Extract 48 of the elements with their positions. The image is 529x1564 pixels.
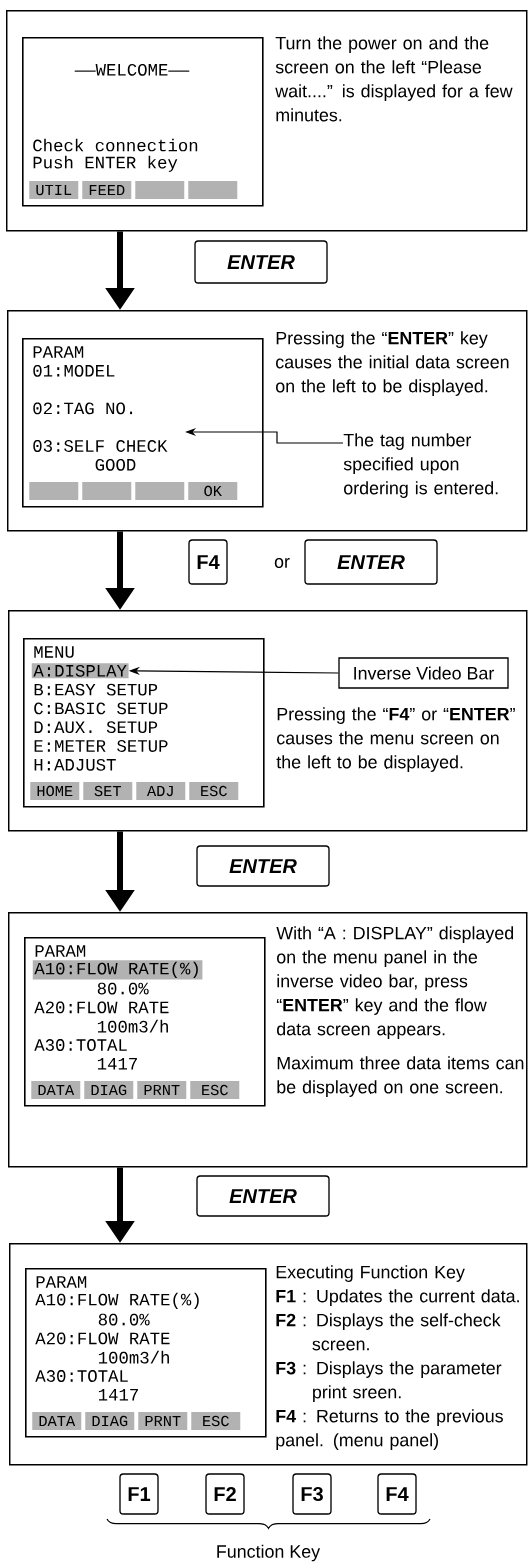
or-text: or	[274, 558, 290, 568]
key-button: ENTER	[304, 539, 438, 585]
blank-soft-key	[188, 181, 238, 199]
soft-key: DATA	[32, 1412, 82, 1430]
instruction-text: F1 : Updates the current data.	[276, 1289, 519, 1306]
key-button: ENTER	[194, 240, 328, 284]
soft-key: UTIL	[29, 181, 79, 199]
soft-key: DATA	[31, 1081, 81, 1099]
soft-key: HOME	[30, 782, 80, 800]
callout-box: Inverse Video Bar	[338, 657, 509, 689]
instruction-text: Turn the power on and the screen on the left “Please wait....” is displayed for a few minutes.	[275, 36, 513, 122]
instruction-text: F2 : Displays the self-check screen.	[276, 1313, 501, 1351]
note-text: The tag number specified upon ordering is entered.	[343, 433, 498, 498]
soft-key: FEED	[82, 181, 132, 199]
instruction-text: Pressing the “F4” or “ENTER” causes the menu screen on the left to be displayed.	[276, 707, 515, 772]
step-panel	[9, 1243, 528, 1466]
step-panel	[7, 310, 528, 532]
soft-key: PRNT	[137, 1081, 187, 1099]
key-button: ENTER	[196, 1175, 330, 1217]
soft-key: OK	[188, 482, 238, 500]
instruction-text: Pressing the “ENTER” key causes the initial data screen on the left to be displayed.	[276, 331, 509, 396]
key-button: F2	[205, 1473, 245, 1515]
blank-soft-key	[135, 482, 185, 500]
instruction-text: Executing Function Key	[276, 1265, 465, 1282]
soft-key: PRNT	[138, 1412, 188, 1430]
blank-soft-key	[29, 482, 79, 500]
blank-soft-key	[135, 181, 185, 199]
key-button: ENTER	[196, 845, 330, 887]
step-panel	[8, 610, 528, 832]
brace-label: Function Key	[217, 1544, 321, 1562]
soft-key: DIAG	[84, 1081, 134, 1099]
soft-key: ADJ	[136, 782, 186, 800]
key-button: F3	[292, 1473, 332, 1515]
key-button: F1	[119, 1473, 159, 1515]
soft-key: DIAG	[85, 1412, 135, 1430]
instruction-text: Maximum three data items can be displayed on one screen.	[277, 1056, 524, 1097]
step-panel	[6, 10, 528, 232]
soft-key: ESC	[190, 1081, 240, 1099]
soft-key: ESC	[191, 1412, 241, 1430]
instruction-text: F3 : Displays the parameter print sreen.	[276, 1361, 502, 1402]
instruction-text: With “A : DISPLAY” displayed on the menu panel in the inverse video bar, press “ENTER” key and the flow data screen appears.	[276, 926, 514, 1039]
blank-soft-key	[82, 482, 132, 500]
key-button: F4	[188, 539, 228, 585]
instruction-text: F4 : Returns to the previous panel. (menu panel)	[276, 1409, 503, 1450]
soft-key: SET	[83, 782, 133, 800]
key-button: F4	[377, 1473, 417, 1515]
step-panel	[8, 912, 528, 1168]
soft-key: ESC	[189, 782, 239, 800]
